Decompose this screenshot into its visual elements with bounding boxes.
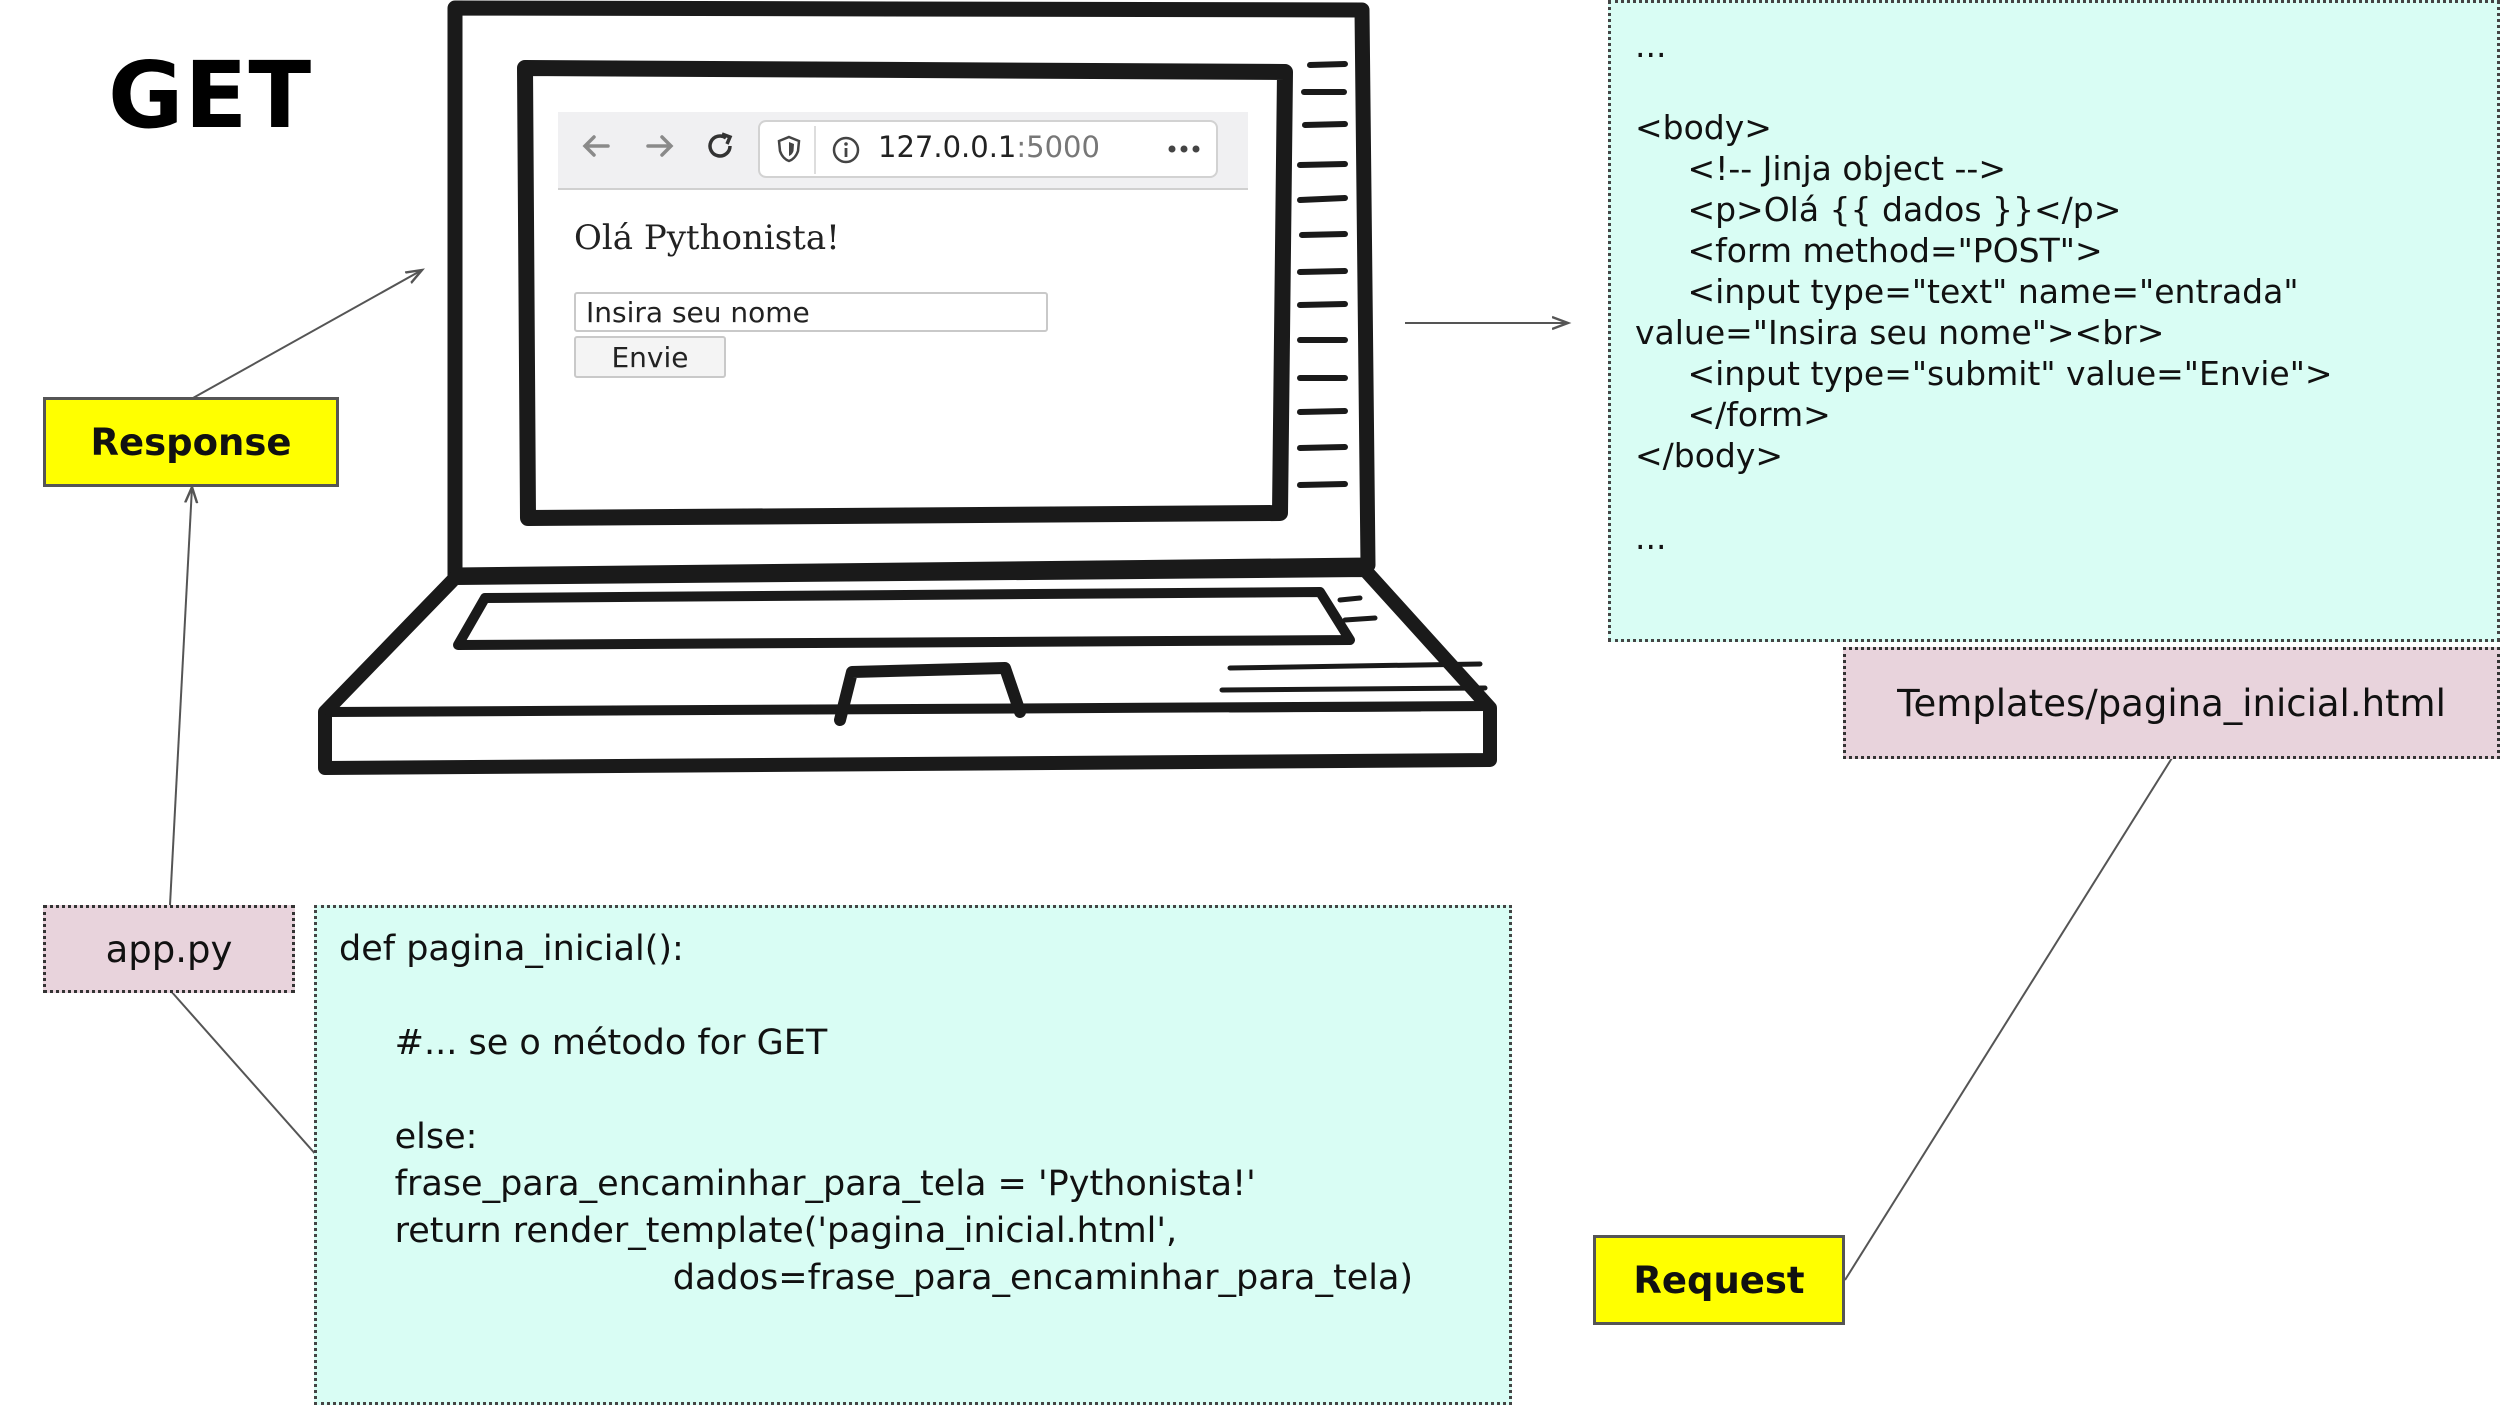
urlbar-divider (814, 126, 816, 174)
laptop-keyboard-area (453, 587, 1355, 650)
app-file-label: app.py (43, 905, 295, 993)
code-line: dados=frase_para_encaminhar_para_tela) (339, 1258, 1414, 1298)
url-bar[interactable]: 127.0.0.1:5000 (758, 120, 1218, 178)
python-view-code: def pagina_inicial(): #... se o método f… (314, 905, 1512, 1405)
code-line (1635, 476, 2473, 517)
code-line (339, 973, 1487, 1020)
code-line: </form> (1635, 395, 1831, 434)
code-line: <!-- Jinja object --> (1635, 149, 2006, 188)
code-line: <body> (1635, 108, 1772, 147)
laptop-trackpad (834, 662, 1026, 726)
reload-icon[interactable] (702, 128, 746, 172)
code-line: return render_template('pagina_inicial.h… (339, 1211, 1178, 1251)
app-to-response-line (169, 487, 192, 906)
code-line: frase_para_encaminhar_para_tela = 'Pytho… (339, 1164, 1256, 1204)
name-input[interactable]: Insira seu nome (574, 292, 1048, 332)
url-host: 127.0.0.1 (878, 130, 1017, 164)
code-line: ... (1635, 518, 1667, 557)
code-line: <p>Olá {{ dados }}</p> (1635, 190, 2122, 229)
code-line (339, 1067, 1487, 1114)
code-line: def pagina_inicial(): (339, 929, 684, 969)
template-file-label: Templates/pagina_inicial.html (1843, 647, 2500, 759)
code-line: ... (1635, 26, 1667, 65)
response-arrow (192, 270, 422, 399)
browser-toolbar: 127.0.0.1:5000 (558, 112, 1248, 190)
browser-window: 127.0.0.1:5000 Olá Pythonista! Insira se… (548, 100, 1248, 520)
code-line (1635, 66, 2473, 107)
page-title: GET (108, 42, 313, 149)
back-arrow-icon[interactable] (578, 128, 622, 172)
lid-edge-lines (1297, 61, 1348, 488)
url-port: :5000 (1016, 130, 1100, 164)
code-line: <form method="POST"> (1635, 231, 2103, 270)
code-line: </body> (1635, 436, 1784, 475)
request-to-template-line (1844, 757, 2173, 1281)
submit-button[interactable]: Envie (574, 336, 726, 378)
code-line: else: (339, 1117, 478, 1157)
laptop-screen-frame (517, 60, 1293, 526)
greeting-text: Olá Pythonista! (574, 218, 840, 258)
response-label: Response (43, 397, 339, 487)
code-line: <input type="text" name="entrada" value=… (1635, 272, 2310, 352)
code-line: #... se o método for GET (339, 1023, 828, 1063)
forward-arrow-icon[interactable] (642, 128, 686, 172)
request-label: Request (1593, 1235, 1845, 1325)
app-to-code-line (169, 989, 319, 1158)
code-line: <input type="submit" value="Envie"> (1635, 354, 2333, 393)
url-text: 127.0.0.1:5000 (878, 130, 1100, 164)
html-template-code: ... <body> <!-- Jinja object --> <p>Olá {… (1608, 0, 2500, 642)
